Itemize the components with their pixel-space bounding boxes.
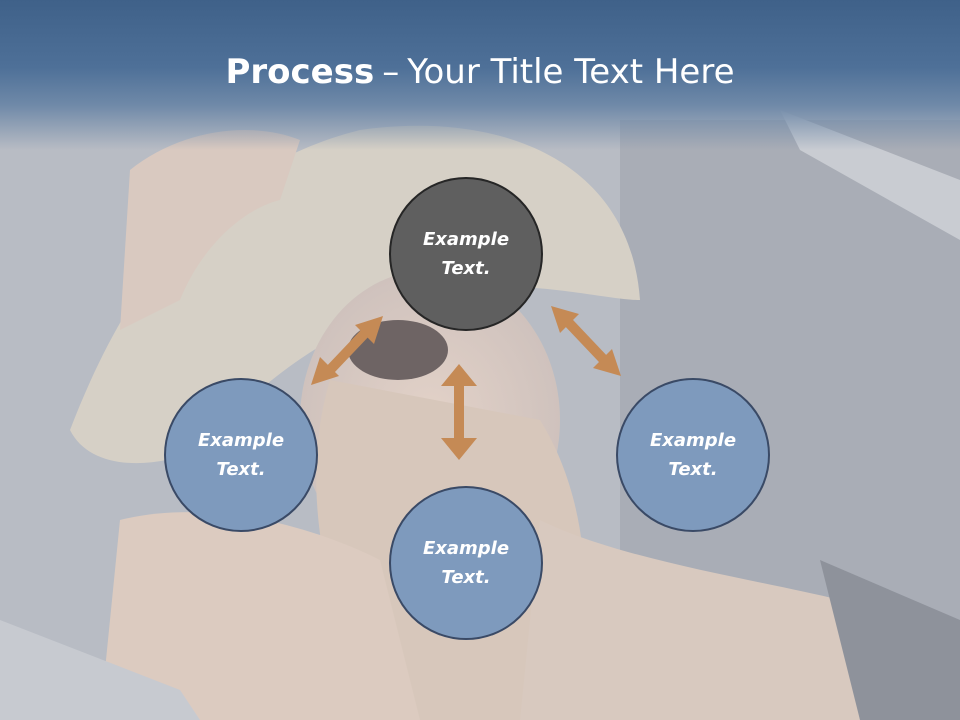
node-bottom: Example Text. [389, 486, 543, 640]
node-bottom-label: Example Text. [422, 538, 510, 588]
node-left-label: Example Text. [197, 430, 285, 480]
node-top-label: Example Text. [422, 229, 510, 279]
arrow-top-right [551, 306, 621, 376]
title-bar [0, 0, 960, 150]
node-top: Example Text. [389, 177, 543, 331]
title-text: Your Title Text Here [407, 52, 735, 92]
node-left: Example Text. [164, 378, 318, 532]
node-right-label: Example Text. [649, 430, 737, 480]
arrow-vertical [441, 364, 477, 460]
arrow-top-left [311, 316, 383, 385]
slide-title: Process–Your Title Text Here [0, 52, 960, 92]
title-bold: Process [225, 52, 375, 92]
node-right: Example Text. [616, 378, 770, 532]
title-separator: – [382, 52, 400, 92]
